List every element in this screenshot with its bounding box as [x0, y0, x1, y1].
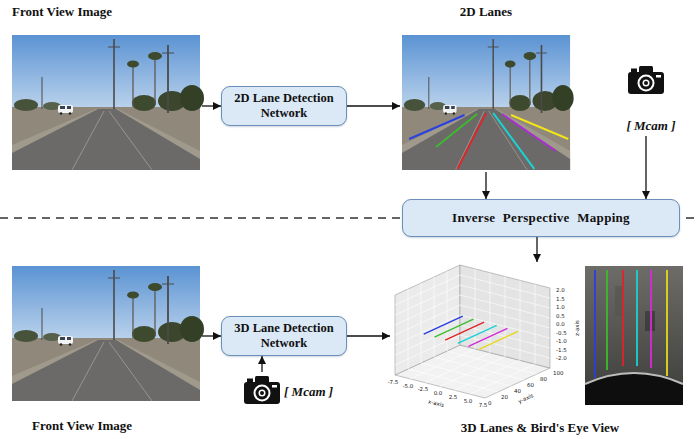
panel-heading: Front View Image — [12, 4, 202, 20]
tick-label: -1.0 — [556, 339, 567, 345]
panel-heading: 2D Lanes — [400, 4, 572, 20]
process-box: Inverse Perspective Mapping — [402, 199, 680, 237]
tick-label: -2.0 — [556, 356, 567, 362]
tick-label: -5.0 — [403, 384, 414, 390]
plot-3d — [395, 265, 550, 398]
tick-label: 100 — [553, 372, 564, 378]
box-label: Inverse Perspective Mapping — [452, 210, 630, 226]
result-panel: 3D Lanes & Bird's Eye View — [390, 262, 690, 438]
image-panel: 2D Lanes — [400, 2, 572, 172]
flow-arrow — [347, 105, 400, 106]
process-box: 3D Lane Detection Network — [221, 316, 347, 356]
camera-icon — [244, 376, 280, 404]
front-view-photo — [12, 35, 204, 170]
box-label: 3D Lane Detection Network — [228, 321, 340, 351]
axis-title: z-axis — [575, 320, 581, 336]
camera-node: [ Mcam ] — [612, 62, 686, 136]
tick-label: 1.5 — [556, 297, 565, 303]
tick-label: -0.5 — [556, 331, 567, 337]
tick-label: 7.5 — [479, 403, 488, 409]
flow-arrow — [261, 356, 262, 372]
lanes-2d-photo — [402, 35, 574, 170]
tick-label: 0.0 — [434, 392, 443, 398]
axis-title: x-axis — [427, 399, 444, 408]
camera-label: [ Mcam ] — [284, 384, 346, 400]
image-panel: Front View Image — [10, 264, 202, 436]
tick-label: -7.5 — [388, 380, 399, 386]
tick-label: 80 — [540, 378, 547, 384]
flow-arrow — [347, 335, 390, 336]
camera-node: [ Mcam ] — [238, 372, 346, 412]
axis-title: y-axis — [518, 393, 535, 405]
tick-label: 0 — [488, 402, 492, 408]
tick-label: 40 — [514, 390, 521, 396]
tick-label: 0.0 — [556, 322, 565, 328]
tick-label: 1.0 — [556, 305, 565, 311]
camera-label: [ Mcam ] — [616, 118, 686, 134]
box-label: 2D Lane Detection Network — [228, 91, 340, 121]
tick-label: 20 — [501, 396, 508, 402]
front-view-photo — [12, 266, 204, 401]
flow-arrow — [202, 335, 221, 336]
bev-image — [585, 266, 683, 405]
tick-label: 0.5 — [556, 314, 565, 320]
flow-arrow — [645, 136, 646, 199]
tick-label: -1.5 — [556, 348, 567, 354]
image-panel: Front View Image — [10, 2, 202, 172]
tick-label: 5.0 — [464, 399, 473, 405]
flow-arrow — [536, 237, 537, 262]
flow-arrow — [202, 105, 221, 106]
tick-label: 2.5 — [449, 395, 458, 401]
tick-label: -2.5 — [418, 388, 429, 394]
panel-heading: Front View Image — [32, 418, 202, 434]
tick-label: 2.0 — [556, 288, 565, 294]
process-box: 2D Lane Detection Network — [221, 86, 347, 126]
panel-heading: 3D Lanes & Bird's Eye View — [390, 420, 690, 436]
tick-label: 60 — [527, 384, 534, 390]
camera-icon — [628, 66, 664, 94]
flow-arrow — [485, 172, 486, 199]
